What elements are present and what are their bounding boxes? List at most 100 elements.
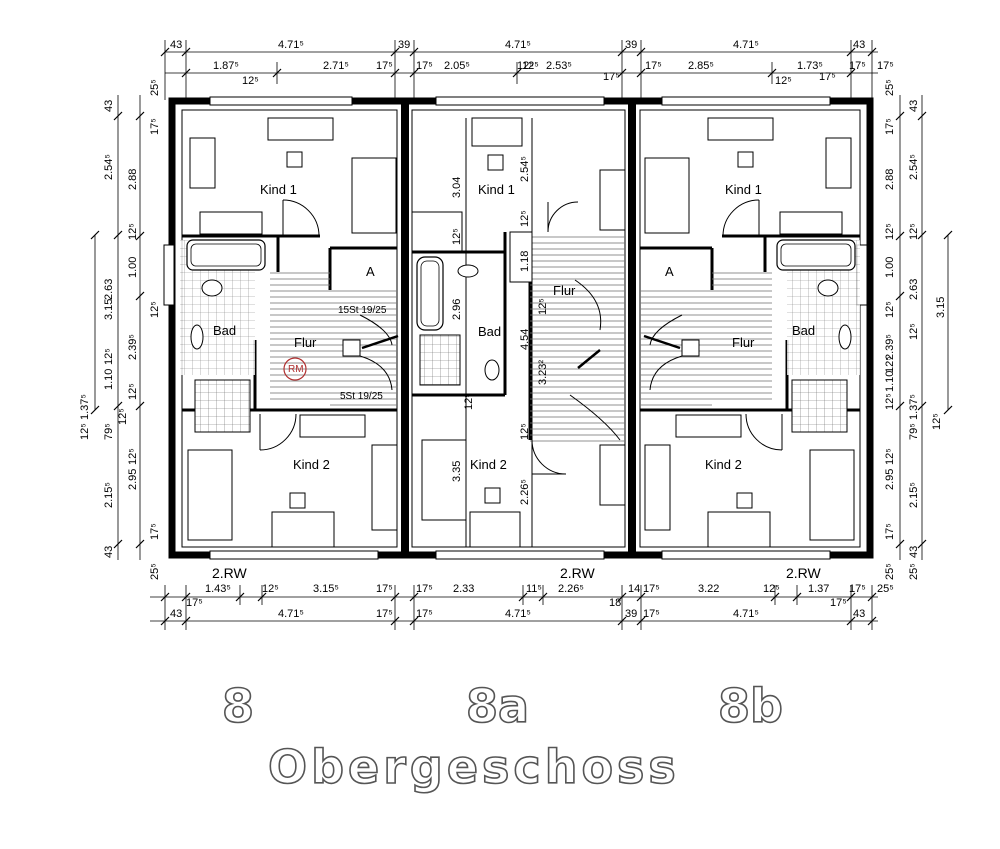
dim-left-255b: 25⁵: [149, 563, 161, 580]
dim-right-100: 1.00: [884, 257, 896, 278]
dim-right-255c: 25⁵: [908, 563, 920, 580]
unit-8a-plan: Kind 1 Bad Flur Kind 2 3.04 2.54⁵ 12⁵ 12…: [411, 117, 626, 548]
dim-left-125d: 12⁵: [149, 301, 161, 318]
unit8b-rw-label: 2.RW: [786, 565, 822, 581]
dim-top2-6: 12⁵: [517, 60, 534, 72]
dim-right-215: 2.15⁵: [908, 482, 920, 508]
dim-bot2-2: 18: [609, 597, 621, 609]
dim-right-795: 79⁵: [908, 423, 920, 440]
dim-left-100: 1.00: [127, 257, 139, 278]
dim-left-125b: 12⁵: [117, 408, 129, 425]
dim-right-125d: 12⁵: [884, 393, 896, 410]
dim-bot2-1: 17⁵: [186, 597, 203, 609]
dim-bot-13: 1.37: [808, 583, 829, 595]
dim-top-4: 4.71⁵: [505, 39, 531, 51]
unit-labels: 8 8a 8b Obergeschoss: [221, 678, 784, 795]
dim-bot-15: 25⁵: [877, 583, 894, 595]
dim-top-3: 39: [398, 39, 410, 51]
top-dimension-chain: 43 4.71⁵ 39 4.71⁵ 39 4.71⁵ 43 1.87⁵ 2.71…: [160, 39, 894, 100]
dim-right-288: 2.88: [884, 169, 896, 190]
dim-bot-5: 17⁵: [416, 583, 433, 595]
dim-right-125g: 12⁵: [908, 323, 920, 340]
unit8-kind1-label: Kind 1: [260, 182, 297, 197]
dim-bot3-5: 4.71⁵: [505, 608, 531, 620]
dim-left-43a: 43: [103, 100, 115, 112]
dim-top2b-4: 12⁵: [522, 60, 539, 72]
dim-right-295: 2.95: [884, 469, 896, 490]
dim-bot-7: 11⁵: [526, 583, 542, 595]
dim-left-125e: 12⁵: [103, 348, 115, 365]
dim-right-255a: 25⁵: [884, 79, 896, 96]
floor-title: Obergeschoss: [268, 740, 680, 794]
dim-right-263: 2.63: [908, 279, 920, 300]
dim-top2-8: 17⁵: [603, 71, 620, 83]
dim-bot-6: 2.33: [453, 583, 474, 595]
dim-8a-454: 4.54: [519, 329, 531, 350]
dim-top2-7: 2.53⁵: [546, 60, 572, 72]
unit8b-bad-label: Bad: [792, 323, 815, 338]
unit-label-8: 8: [222, 679, 254, 733]
unit8a-bad-label: Bad: [478, 324, 501, 339]
dim-top2b-1: 12⁵: [242, 75, 259, 87]
dim-right-125b: 12⁵: [884, 301, 896, 318]
dim-8a-125e: 12⁵: [519, 423, 531, 440]
dim-bot-1: 1.43⁵: [205, 583, 231, 595]
dim-top-2: 4.71⁵: [278, 39, 304, 51]
unit8-rm-label: RM: [288, 364, 304, 375]
dim-left-125c: 12⁵: [127, 223, 139, 240]
dim-right-175b: 17⁵: [884, 523, 896, 540]
dim-8a-323: 3.23²: [537, 360, 549, 385]
unit-label-8b: 8b: [718, 679, 783, 733]
dim-bot-14: 17⁵: [849, 583, 866, 595]
dim-left-263: 2.63: [103, 279, 115, 300]
dim-8a-118: 1.18: [519, 251, 531, 272]
dim-bot3-6: 39: [625, 608, 637, 620]
dim-bot3-3: 17⁵: [376, 608, 393, 620]
dim-bot3-9: 43: [853, 608, 865, 620]
dim-bot-11: 3.22: [698, 583, 719, 595]
dim-right-43b: 43: [908, 546, 920, 558]
dim-8a-125a: 12⁵: [519, 210, 531, 227]
dim-8a-226: 2.26⁵: [519, 479, 531, 505]
dim-left-137: 1.37⁵: [79, 394, 91, 420]
dim-top2-11: 1.73⁵: [797, 60, 823, 72]
dim-bot-2: 12⁵: [262, 583, 279, 595]
dim-top-5: 39: [625, 39, 637, 51]
dim-right-125f: 12⁵: [908, 223, 920, 240]
bottom-dimension-chain: 2.RW 2.RW 2.RW 1.43⁵ 12⁵ 3.15⁵ 17⁵ 17⁵ 2…: [150, 565, 894, 630]
dim-left-175b: 17⁵: [149, 523, 161, 540]
right-dimension-chain: 25⁵ 17⁵ 2.88 12⁵ 1.00 12⁵ 2.39⁵ 12⁵ 1.10…: [884, 79, 953, 580]
dim-top2-1: 1.87⁵: [213, 60, 239, 72]
unit8b-a-label: A: [665, 264, 674, 279]
dim-bot-10: 17⁵: [643, 583, 660, 595]
unit8a-flur-label: Flur: [553, 283, 576, 298]
unit8-rw-label: 2.RW: [212, 565, 248, 581]
unit8-stair-top: 15St 19/25: [338, 305, 387, 316]
dim-bot3-2: 4.71⁵: [278, 608, 304, 620]
unit8-kind2-label: Kind 2: [293, 457, 330, 472]
unit8-flur-label: Flur: [294, 335, 317, 350]
dim-right-125a: 12⁵: [884, 223, 896, 240]
dim-left-43b: 43: [103, 546, 115, 558]
dim-8a-304: 3.04: [451, 177, 463, 198]
dim-8a-125d: 12⁵: [463, 393, 475, 410]
dim-bot3-4: 17⁵: [416, 608, 433, 620]
dim-left-125a: 12⁵: [79, 423, 91, 440]
unit8b-kind2-label: Kind 2: [705, 457, 742, 472]
dim-top2-3: 17⁵: [376, 60, 393, 72]
dim-top2b-5: 17⁵: [877, 60, 894, 72]
dim-top2b-2: 12⁵: [775, 75, 792, 87]
dim-top-7: 43: [853, 39, 865, 51]
dim-right-125e: 12⁵: [884, 448, 896, 465]
dim-left-125f: 12⁵: [127, 383, 139, 400]
dim-8a-335: 3.35: [451, 461, 463, 482]
dim-bot-4: 17⁵: [376, 583, 393, 595]
dim-left-215: 2.15⁵: [103, 482, 115, 508]
unit-8b-plan: Kind 1 Bad Flur A Kind 2: [640, 117, 860, 548]
dim-left-110: 1.10: [103, 369, 115, 390]
dim-bot3-7: 17⁵: [643, 608, 660, 620]
dim-right-43a: 43: [908, 100, 920, 112]
unit8a-kind2-label: Kind 2: [470, 457, 507, 472]
dim-left-255a: 25⁵: [149, 79, 161, 96]
